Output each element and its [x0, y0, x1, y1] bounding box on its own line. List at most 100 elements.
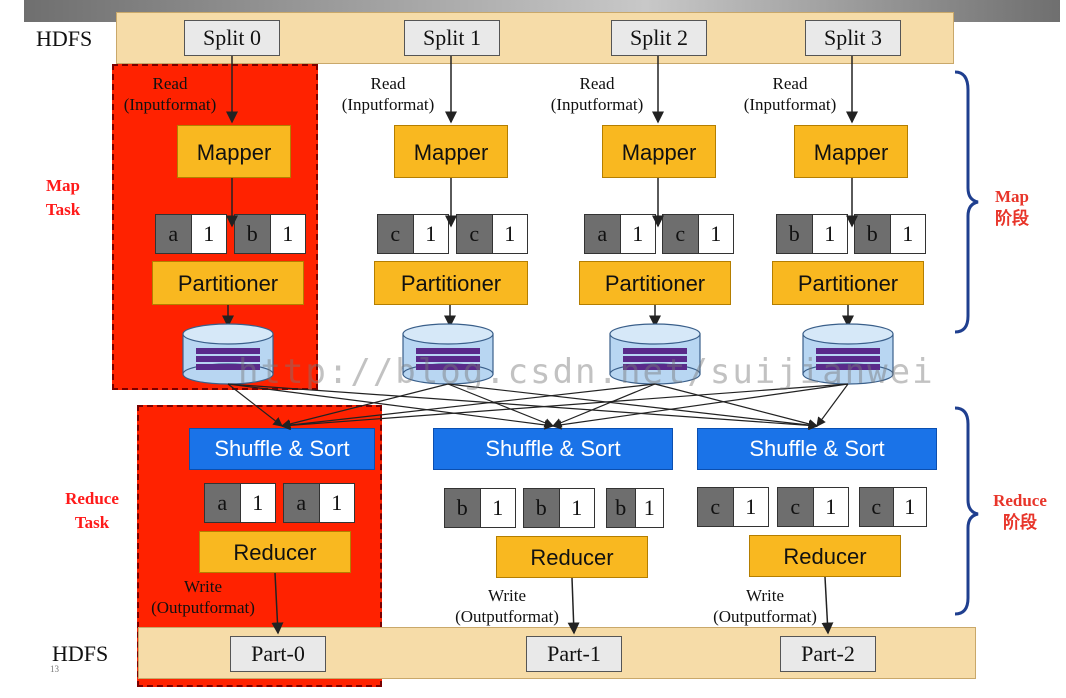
- kv-key: c: [457, 215, 493, 253]
- kv-key: a: [156, 215, 192, 253]
- part-2: Part-2: [780, 636, 876, 672]
- partitioner-1: Partitioner: [374, 261, 528, 305]
- kv-value: 1: [191, 215, 226, 253]
- read-label-0: Read (Inputformat): [115, 73, 225, 115]
- reduce-phase-bracket: [954, 406, 979, 616]
- reduce-task-label-line1: Reduce: [65, 489, 119, 508]
- reduce-task-label: Reduce Task: [50, 487, 134, 535]
- kv-key: c: [378, 215, 414, 253]
- mapper-2: Mapper: [602, 125, 716, 178]
- reduce-phase-label: Reduce 阶段: [982, 490, 1058, 534]
- hdfs-top-label: HDFS: [36, 26, 93, 51]
- read-label-0-line2: (Inputformat): [123, 95, 217, 114]
- read-label-0-line1: Read: [152, 74, 188, 93]
- reduce-phase-label-line1: Reduce: [993, 491, 1047, 510]
- kv-value: 1: [813, 488, 848, 526]
- kv-key: b: [607, 489, 636, 527]
- shuffle-arrows: [227, 383, 849, 431]
- kv-key: b: [445, 489, 481, 527]
- kv-key: c: [860, 488, 894, 526]
- write-label-1: Write (Outputformat): [444, 585, 570, 627]
- write-label-1-line2: (Outputformat): [455, 607, 559, 626]
- shuffle-sort-1: Shuffle & Sort: [433, 428, 673, 470]
- read-label-1-line2: (Inputformat): [341, 95, 435, 114]
- read-label-1-line1: Read: [370, 74, 406, 93]
- kv-value: 1: [812, 215, 847, 253]
- reducer-1: Reducer: [496, 536, 648, 578]
- shuffle-sort-0: Shuffle & Sort: [189, 428, 375, 470]
- kv-value: 1: [698, 215, 733, 253]
- read-label-3: Read (Inputformat): [735, 73, 845, 115]
- split-1: Split 1: [404, 20, 500, 56]
- reduce-phase-label-line2: 阶段: [1003, 513, 1037, 532]
- map-phase-bracket: [954, 70, 979, 334]
- split-3: Split 3: [805, 20, 901, 56]
- read-label-2-line1: Read: [579, 74, 615, 93]
- kv-value: 1: [240, 484, 275, 522]
- read-label-3-line2: (Inputformat): [743, 95, 837, 114]
- watermark-text: http://blog.csdn.net/suijianwei: [238, 352, 935, 392]
- kv-value: 1: [559, 489, 594, 527]
- slide-number: 13: [50, 664, 59, 674]
- reducer-2: Reducer: [749, 535, 901, 577]
- read-label-2-line2: (Inputformat): [550, 95, 644, 114]
- kv-value: 1: [890, 215, 925, 253]
- shuffle-sort-2: Shuffle & Sort: [697, 428, 937, 470]
- kv-key: b: [235, 215, 271, 253]
- map-phase-label-line2: 阶段: [995, 209, 1029, 228]
- read-label-3-line1: Read: [772, 74, 808, 93]
- arrow-reducer2-part2: [821, 576, 834, 635]
- partitioner-0: Partitioner: [152, 261, 304, 305]
- partitioner-3: Partitioner: [772, 261, 924, 305]
- kv-value: 1: [270, 215, 305, 253]
- reducer-0: Reducer: [199, 531, 351, 573]
- read-label-2: Read (Inputformat): [542, 73, 652, 115]
- kv-value: 1: [492, 215, 527, 253]
- split-2: Split 2: [611, 20, 707, 56]
- map-task-label: Map Task: [28, 174, 98, 222]
- read-label-1: Read (Inputformat): [333, 73, 443, 115]
- kv-value: 1: [480, 489, 515, 527]
- kv-key: b: [855, 215, 891, 253]
- write-label-2: Write (Outputformat): [702, 585, 828, 627]
- disk-icon: [802, 323, 894, 385]
- write-label-1-line1: Write: [487, 586, 527, 605]
- kv-value: 1: [893, 488, 926, 526]
- disk-icon: [182, 323, 274, 385]
- kv-key: c: [698, 488, 734, 526]
- kv-value: 1: [620, 215, 655, 253]
- write-label-0: Write (Outputformat): [140, 576, 266, 618]
- mapper-1: Mapper: [394, 125, 508, 178]
- arrow-reducer1-part1: [567, 577, 580, 635]
- map-task-label-line1: Map: [46, 176, 80, 195]
- kv-value: 1: [319, 484, 354, 522]
- split-0: Split 0: [184, 20, 280, 56]
- arrow-reducer0-part0: [271, 572, 284, 635]
- disk-icon: [402, 323, 494, 385]
- kv-key: c: [778, 488, 814, 526]
- map-task-label-line2: Task: [45, 200, 81, 219]
- kv-value: 1: [733, 488, 768, 526]
- partitioner-2: Partitioner: [579, 261, 731, 305]
- map-phase-label: Map 阶段: [982, 186, 1042, 230]
- map-phase-label-line1: Map: [995, 187, 1029, 206]
- mapper-0: Mapper: [177, 125, 291, 178]
- kv-key: c: [663, 215, 699, 253]
- kv-key: b: [524, 489, 560, 527]
- write-label-0-line2: (Outputformat): [151, 598, 255, 617]
- kv-key: a: [284, 484, 320, 522]
- write-label-0-line1: Write: [183, 577, 223, 596]
